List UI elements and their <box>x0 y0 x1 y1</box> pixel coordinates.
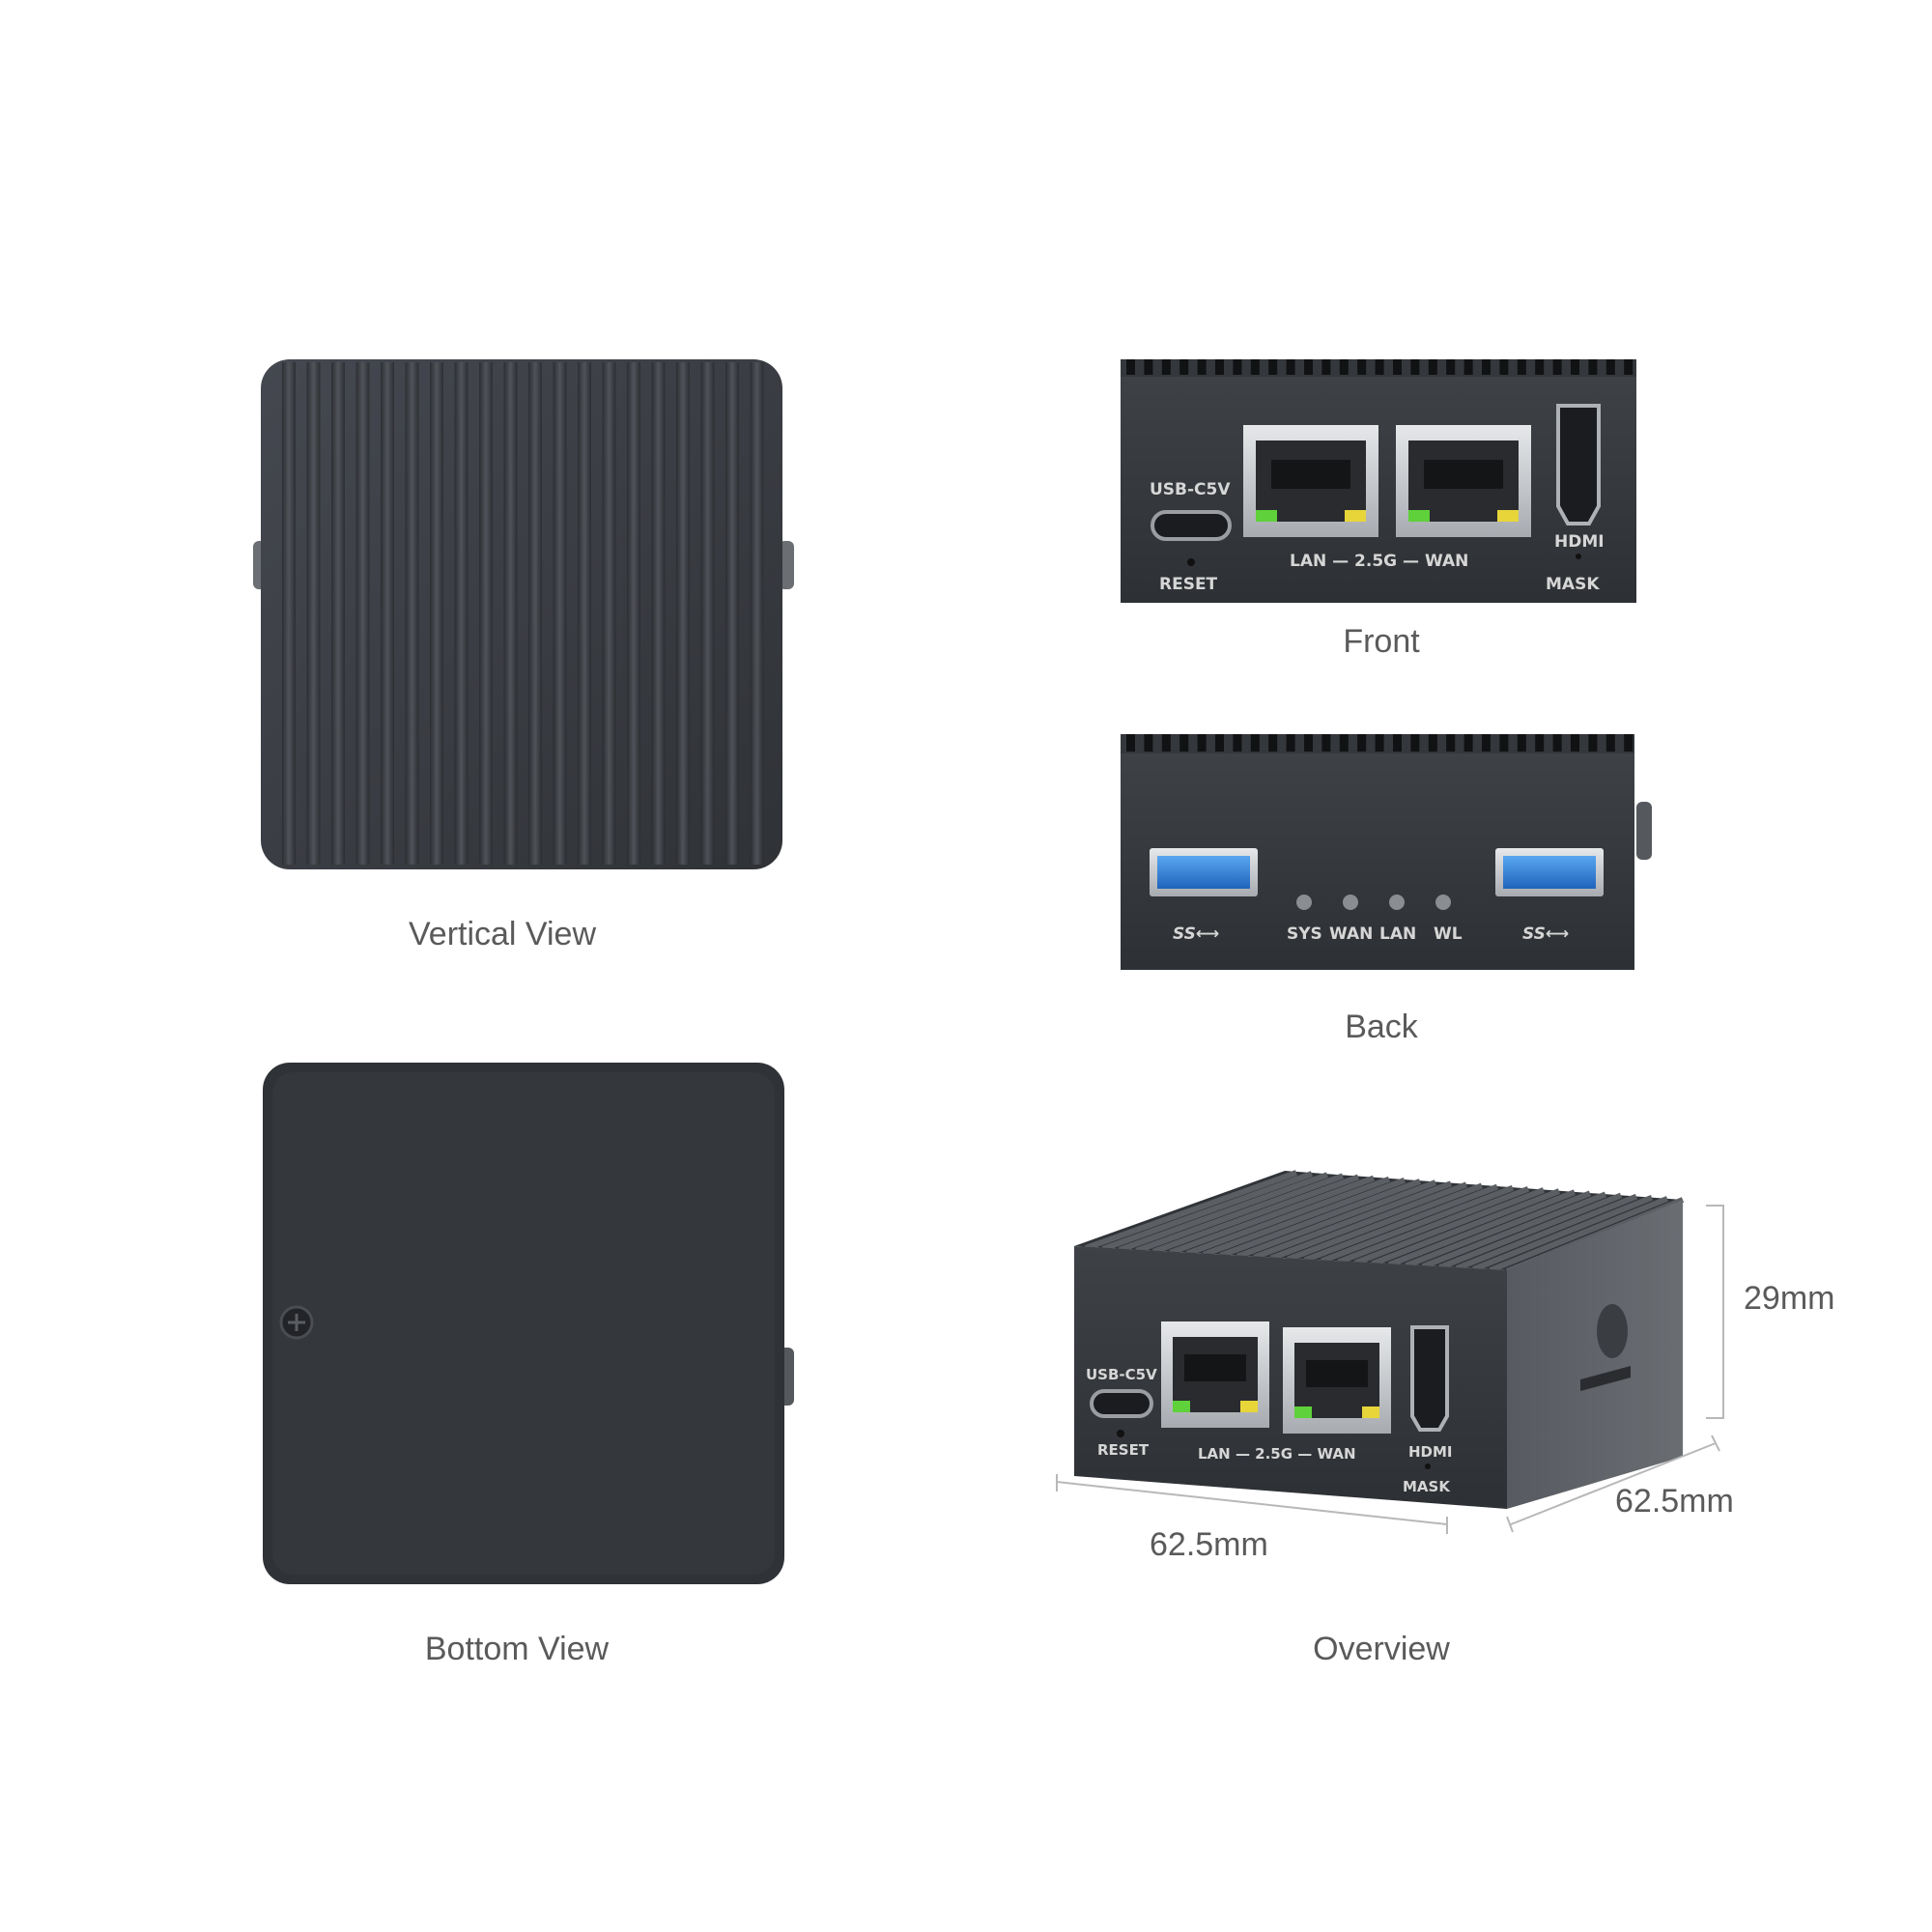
overview-mask-label: MASK <box>1403 1478 1451 1495</box>
overview-lan-port-icon <box>1161 1321 1269 1428</box>
usb3-port-right-icon <box>1495 848 1604 896</box>
back-usb-logo-left: SS⟷ <box>1173 924 1219 944</box>
wan-port-icon <box>1396 425 1531 537</box>
heatsink-fins <box>282 362 764 865</box>
led-label-wl: WL <box>1434 924 1463 944</box>
led-label-lan: LAN <box>1379 924 1416 944</box>
microsd-slot-icon <box>1580 1366 1631 1391</box>
front-lan-wan-label: LAN — 2.5G — WAN <box>1290 552 1468 571</box>
back-usb-logo-right: SS⟷ <box>1522 924 1569 944</box>
led-label-wan: WAN <box>1329 924 1373 944</box>
hdmi-port-icon <box>1556 404 1601 526</box>
front-usbc-label: USB-C5V <box>1150 480 1231 499</box>
front-caption: Front <box>1343 623 1420 660</box>
overview-reset-label: RESET <box>1097 1441 1150 1459</box>
vertical-view-caption: Vertical View <box>408 916 597 952</box>
dimension-height-label: 29mm <box>1744 1280 1835 1317</box>
led-label-sys: SYS <box>1287 924 1322 944</box>
status-leds <box>1296 895 1451 910</box>
front-mask-label: MASK <box>1546 575 1600 594</box>
dimension-width-label: 62.5mm <box>1150 1526 1268 1563</box>
overview-hdmi-port-icon <box>1410 1325 1449 1432</box>
usb-c-port-icon <box>1151 510 1232 541</box>
lan-port-icon <box>1243 425 1378 537</box>
bottom-view-caption: Bottom View <box>424 1631 610 1667</box>
side-button-icon <box>1597 1304 1628 1358</box>
front-reset-label: RESET <box>1159 575 1218 594</box>
overview-usb-c-port-icon <box>1090 1389 1153 1418</box>
overview-hdmi-label: HDMI <box>1408 1443 1453 1461</box>
overview-caption: Overview <box>1313 1631 1450 1667</box>
overview-lan-wan-label: LAN — 2.5G — WAN <box>1198 1445 1356 1463</box>
usb3-port-left-icon <box>1150 848 1258 896</box>
screw-icon <box>279 1305 314 1340</box>
overview-usbc-label: USB-C5V <box>1086 1366 1157 1383</box>
front-hdmi-label: HDMI <box>1554 532 1605 552</box>
overview-wan-port-icon <box>1283 1327 1391 1434</box>
back-caption: Back <box>1345 1009 1418 1045</box>
dimension-depth-label: 62.5mm <box>1615 1483 1734 1520</box>
